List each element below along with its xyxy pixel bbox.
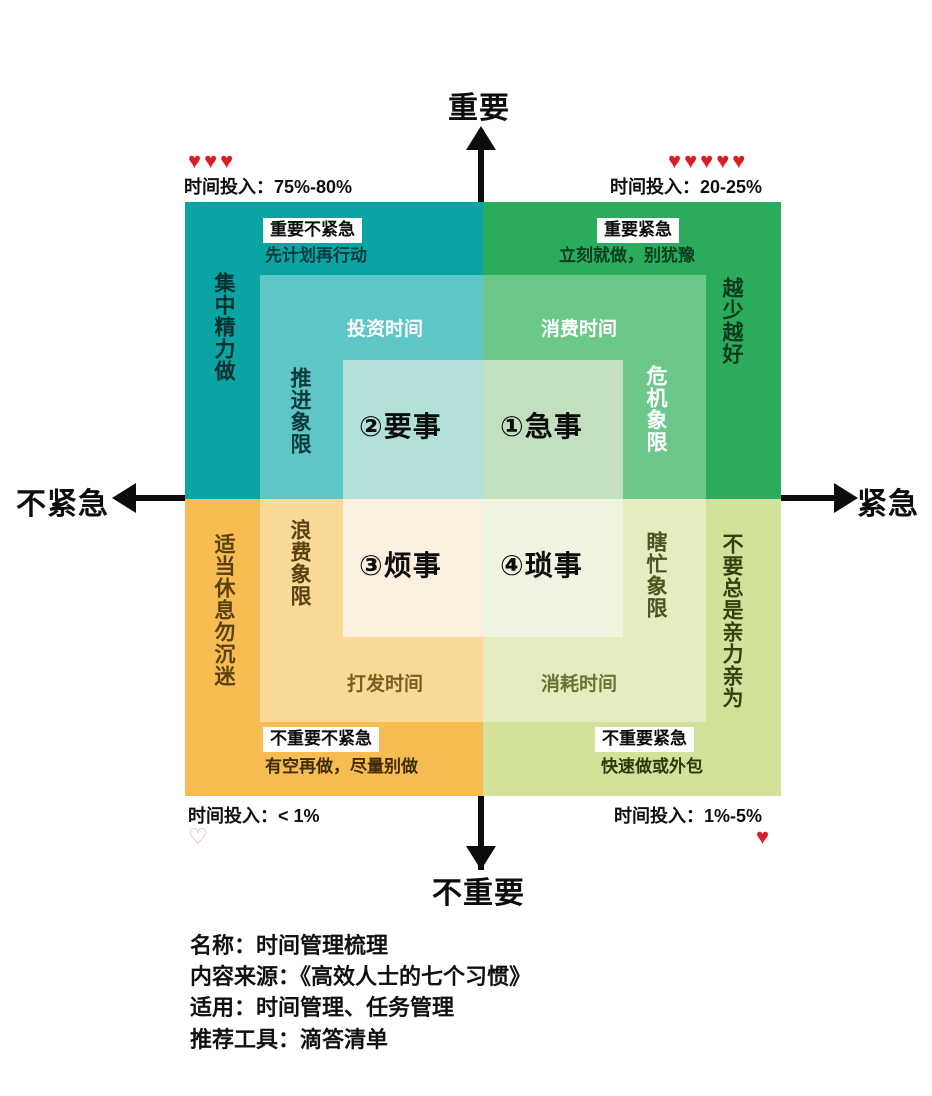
axis-label-important: 重要 <box>448 92 510 125</box>
arrow-left-icon <box>112 483 136 513</box>
quadrant-not-important-not-urgent[interactable]: 适当休息勿沉迷 浪费象限 ③烦事 打发时间 不重要不紧急 有空再做，尽量别做 <box>185 499 483 796</box>
quadrant-important-urgent[interactable]: 重要紧急 立刻就做，别犹豫 越少越好 危机象限 消费时间 ①急事 <box>483 202 781 499</box>
quadrant-important-not-urgent[interactable]: 重要不紧急 先计划再行动 集中精力做 推进象限 投资时间 ②要事 <box>185 202 483 499</box>
footer-line-name: 名称：时间管理梳理 <box>190 933 389 958</box>
footer-line-usage: 适用：时间管理、任务管理 <box>190 995 455 1021</box>
quadrant-not-important-urgent[interactable]: 不要总是亲力亲为 瞎忙象限 ④琐事 消耗时间 不重要紧急 快速做或外包 <box>483 499 781 796</box>
q4-subtitle: 快速做或外包 <box>601 757 703 776</box>
q3-side-label: 适当休息勿沉迷 <box>212 533 235 687</box>
footer-metadata: 名称：时间管理梳理 内容来源：《高效人士的七个习惯》 适用：时间管理、任务管理 … <box>190 930 531 1055</box>
arrow-right-icon <box>834 483 858 513</box>
q2-side-label: 集中精力做 <box>212 272 235 382</box>
footer-line-tool: 推荐工具：滴答清单 <box>190 1026 389 1052</box>
q2-hearts: ♥♥♥ <box>188 148 237 173</box>
q1-side-label: 越少越好 <box>720 277 743 365</box>
eisenhower-matrix: 重要不紧急 先计划再行动 集中精力做 推进象限 投资时间 ②要事 重要紧急 立刻… <box>185 202 781 796</box>
q2-core-label: ②要事 <box>359 411 442 442</box>
q3-tag: 不重要不紧急 <box>263 727 379 752</box>
q1-band-label: 危机象限 <box>644 365 667 453</box>
q4-inner-layer <box>483 499 623 637</box>
q4-mid-caption: 消耗时间 <box>541 674 618 695</box>
q1-hearts: ♥♥♥♥♥ <box>668 148 749 173</box>
arrow-down-icon <box>466 846 496 870</box>
q1-core-label: ①急事 <box>500 411 583 442</box>
q1-subtitle: 立刻就做，别犹豫 <box>559 246 695 265</box>
q3-subtitle: 有空再做，尽量别做 <box>265 757 418 776</box>
q3-core-label: ③烦事 <box>359 550 442 581</box>
q4-tag: 不重要紧急 <box>595 727 694 752</box>
q1-inner-layer <box>483 360 623 499</box>
q1-time-note: 时间投入：20-25% <box>610 177 763 197</box>
q4-hearts: ♥ <box>756 824 773 849</box>
q3-band-label: 浪费象限 <box>288 519 311 607</box>
axis-label-unimportant: 不重要 <box>432 877 525 910</box>
q2-band-label: 推进象限 <box>288 367 311 455</box>
axis-label-urgent: 紧急 <box>857 488 919 521</box>
axis-label-not-urgent: 不紧急 <box>16 488 109 521</box>
q2-mid-caption: 投资时间 <box>347 319 424 340</box>
arrow-up-icon <box>466 126 496 150</box>
q2-time-note: 时间投入：75%-80% <box>184 177 353 197</box>
q4-side-label: 不要总是亲力亲为 <box>720 533 743 709</box>
q2-inner-layer <box>343 360 483 499</box>
q3-mid-caption: 打发时间 <box>347 674 424 695</box>
q4-band-label: 瞎忙象限 <box>644 531 667 619</box>
q4-time-note: 时间投入：1%-5% <box>614 806 763 826</box>
q1-tag: 重要紧急 <box>597 218 679 243</box>
q3-hearts: ♡ <box>188 824 211 849</box>
footer-line-source: 内容来源：《高效人士的七个习惯》 <box>190 964 532 990</box>
q1-mid-caption: 消费时间 <box>541 319 618 340</box>
q3-time-note: 时间投入：< 1% <box>188 806 320 826</box>
q2-tag: 重要不紧急 <box>263 218 362 243</box>
q4-core-label: ④琐事 <box>500 550 583 581</box>
q3-inner-layer <box>343 499 483 637</box>
q2-subtitle: 先计划再行动 <box>265 246 367 265</box>
